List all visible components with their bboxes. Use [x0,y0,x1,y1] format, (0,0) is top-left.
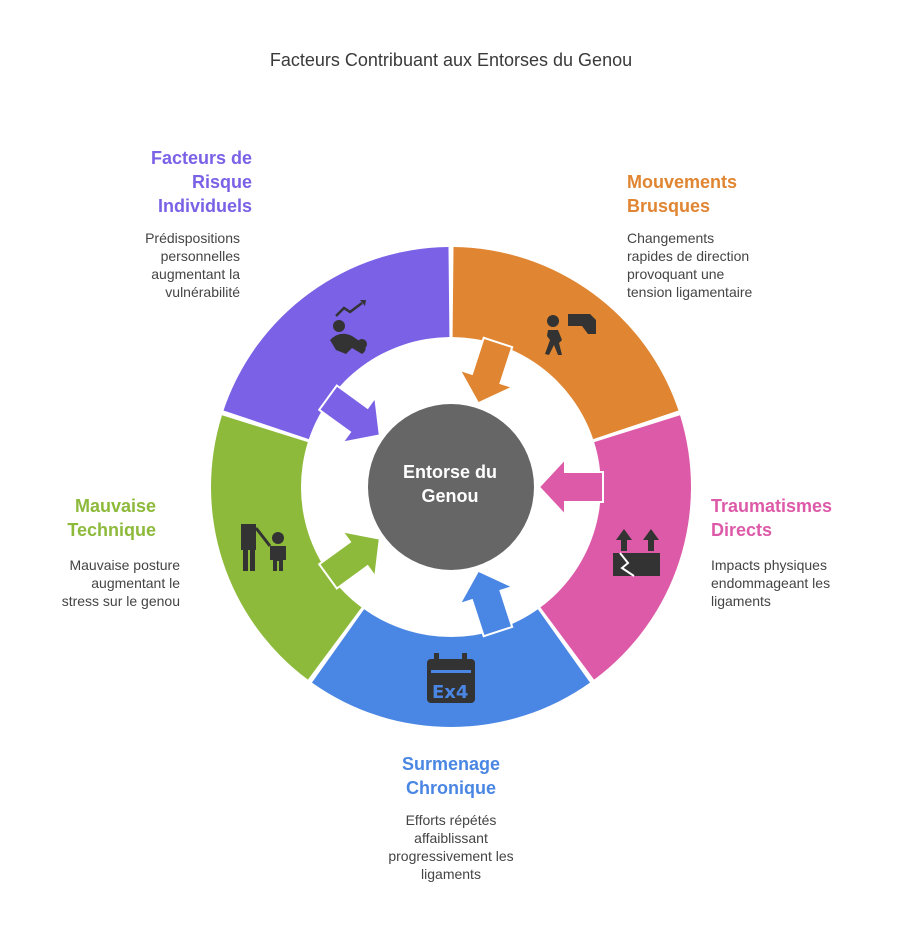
mouvements-desc-line: provoquant une [627,266,725,282]
technique-desc: Mauvaise posture augmentant le stress su… [20,556,180,610]
mouvements-title-line: Mouvements [627,172,738,192]
technique-desc-line: stress sur le genou [61,593,180,609]
surmenage-desc-line: Efforts répétés [405,812,497,828]
svg-text:Ex4: Ex4 [432,682,468,703]
center-label-line2: Genou [421,486,479,506]
technique-title-line: Technique [67,520,156,540]
traumatismes-desc-line: Impacts physiques [711,557,827,573]
risque-desc-line: Prédispositions [145,230,240,246]
surmenage-desc-line: affaiblissant [414,830,488,846]
traumatismes-desc-line: ligaments [711,593,771,609]
technique-desc-line: augmentant le [91,575,180,591]
traumatismes-desc-line: endommageant les [711,575,831,591]
technique-segment [210,415,362,680]
risque-title-line: Individuels [157,196,252,216]
center-label-line1: Entorse du [402,462,497,482]
cracked-ground-icon [613,529,660,577]
risque-title: Facteurs de Risque Individuels [100,146,252,218]
mouvements-segment [452,247,679,440]
surmenage-desc-line: ligaments [421,866,481,882]
surmenage-arrow [457,569,516,638]
surmenage-desc-line: progressivement les [388,848,514,864]
traumatismes-title-line: Traumatismes [711,496,833,516]
traumatismes-arrow [537,456,604,518]
diagram-title: Facteurs Contribuant aux Entorses du Gen… [269,50,633,70]
risque-title-line: Facteurs de [150,148,252,168]
technique-title: Mauvaise Technique [20,494,156,542]
traumatismes-desc: Impacts physiques endommageant les ligam… [711,556,891,610]
risque-desc-line: vulnérabilité [165,284,240,300]
surmenage-title-line: Chronique [406,778,496,798]
center-label: Entorse du Genou [370,460,530,508]
running-person-icon [545,314,596,355]
risque-arrow [317,384,381,445]
calendar-repeat-icon: Ex4 [427,653,475,703]
mouvements-desc-line: Changements [627,230,715,246]
mouvements-desc-line: tension ligamentaire [627,284,753,300]
risque-desc-line: personnelles [160,248,240,264]
mouvements-desc-line: rapides de direction [627,248,750,264]
technique-arrow [317,529,381,590]
mouvements-arrow [457,336,516,405]
center-circle [368,404,534,570]
mouvements-desc: Changements rapides de direction provoqu… [627,229,807,301]
mouvements-title: Mouvements Brusques [627,170,807,218]
mouvements-title-line: Brusques [627,196,711,216]
traumatismes-title: Traumatismes Directs [711,494,891,542]
traumatismes-title-line: Directs [711,520,773,540]
risque-desc-line: augmentant la [151,266,240,282]
risque-title-line: Risque [191,172,252,192]
risque-desc: Prédispositions personnelles augmentant … [90,229,240,301]
technique-desc-line: Mauvaise posture [69,557,180,573]
technique-title-line: Mauvaise [74,496,156,516]
surmenage-title: Surmenage Chronique [351,752,551,800]
coach-child-icon [241,524,286,571]
surmenage-desc: Efforts répétés affaiblissant progressiv… [351,811,551,883]
traumatismes-segment [540,415,691,680]
surmenage-title-line: Surmenage [401,754,501,774]
growth-person-icon [330,300,367,354]
